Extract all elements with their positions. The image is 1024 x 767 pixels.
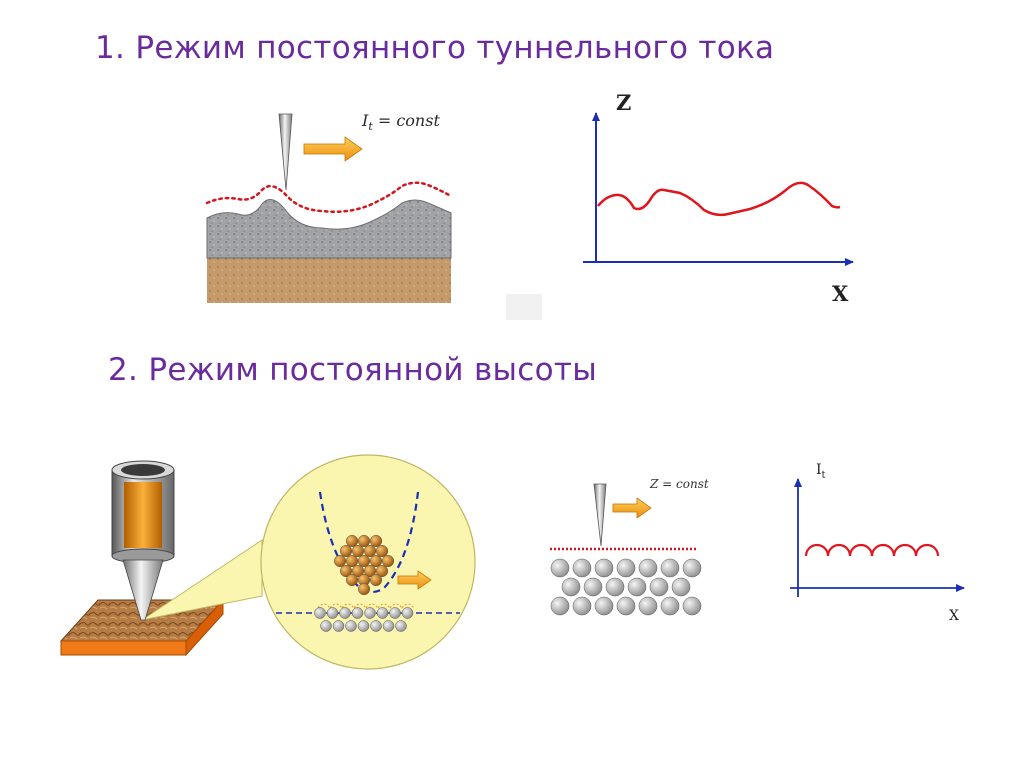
surface-atom	[320, 620, 332, 632]
surface-atom	[382, 620, 395, 632]
tip-atom	[345, 534, 359, 548]
surface-atom	[345, 620, 357, 632]
lattice-atom	[550, 596, 570, 616]
tip-atom	[357, 554, 371, 568]
z-axis-label: Z	[616, 90, 631, 115]
surface-atom	[332, 620, 345, 632]
tip-atom	[369, 554, 383, 568]
surface-atom	[395, 620, 407, 632]
surface-atom	[351, 607, 364, 619]
lattice-atom	[682, 558, 702, 578]
atom-lattice	[550, 558, 702, 616]
height-profile-graph: Z X	[583, 90, 854, 306]
x-axis-label: X	[832, 281, 849, 306]
constant-current-diagram: It = const	[205, 111, 542, 320]
current-const-label: It = const	[361, 111, 440, 133]
tip-atom	[339, 544, 353, 558]
lattice-atom	[616, 558, 636, 578]
inset-scan-arrow	[397, 570, 432, 590]
sample-front-edge	[60, 640, 187, 656]
lattice-atom	[605, 577, 625, 597]
mode1-heading: 1. Режим постоянного туннельного тока	[95, 30, 775, 66]
stm-needle	[122, 559, 164, 621]
substrate-layer	[207, 258, 451, 303]
surface-atom	[314, 607, 326, 619]
stm-probe-diagram	[59, 454, 476, 670]
lattice-atom	[638, 558, 658, 578]
tip-atom	[375, 564, 389, 578]
lattice-atom	[682, 596, 702, 616]
it-axis-label: It	[816, 462, 826, 481]
tip-trajectory	[205, 181, 453, 213]
lattice-atom	[572, 596, 592, 616]
probe-tip-2	[593, 483, 607, 547]
surface-layer	[206, 199, 452, 259]
height-const-label: Z = const	[649, 477, 709, 491]
lattice-atom	[616, 596, 636, 616]
lattice-atom	[627, 577, 647, 597]
constant-height-diagram: Z = const	[550, 477, 709, 616]
lattice-atom	[561, 577, 581, 597]
tip-atom	[345, 573, 359, 587]
tip-atom	[357, 534, 371, 548]
lattice-atom	[660, 558, 680, 578]
lattice-atom	[583, 577, 603, 597]
surface-atom-rows	[314, 607, 414, 632]
tip-atom	[363, 544, 377, 558]
tip-atom	[357, 582, 371, 596]
lattice-atom	[638, 596, 658, 616]
surface-atom	[401, 607, 414, 619]
tip-atom	[339, 564, 353, 578]
tip-atom	[375, 544, 389, 558]
scan-direction-arrow-2	[612, 497, 652, 519]
lattice-atom	[594, 596, 614, 616]
surface-atom	[389, 607, 401, 619]
surface-atom	[370, 620, 382, 632]
tip-atom	[333, 554, 347, 568]
height-curve	[597, 181, 841, 217]
surface-atom	[326, 607, 339, 619]
surface-atom	[357, 620, 370, 632]
holder-core	[124, 482, 162, 548]
surface-atom	[339, 607, 351, 619]
lattice-atom	[671, 577, 691, 597]
decor-patch	[506, 294, 542, 320]
current-profile-graph: It X	[790, 462, 965, 624]
lattice-atom	[572, 558, 592, 578]
scan-direction-arrow	[303, 136, 363, 162]
tip-atom	[369, 534, 383, 548]
lattice-atom	[550, 558, 570, 578]
tip-atom	[351, 544, 365, 558]
sample-side-edge	[185, 598, 224, 657]
tip-atom	[369, 573, 383, 587]
holder-opening	[121, 464, 165, 476]
x-axis-label-2: X	[949, 608, 959, 624]
current-curve	[804, 543, 940, 557]
tip-atom	[345, 554, 359, 568]
mode2-heading: 2. Режим постоянной высоты	[108, 352, 598, 388]
lattice-atom	[594, 558, 614, 578]
tip-atom-cluster	[333, 534, 395, 596]
tip-atom	[351, 564, 365, 578]
probe-tip	[278, 113, 293, 191]
surface-atom	[364, 607, 376, 619]
tip-atom	[381, 554, 395, 568]
surface-atom	[376, 607, 389, 619]
tip-atom	[363, 564, 377, 578]
lattice-atom	[660, 596, 680, 616]
tip-outline	[318, 491, 420, 594]
lattice-atom	[649, 577, 669, 597]
